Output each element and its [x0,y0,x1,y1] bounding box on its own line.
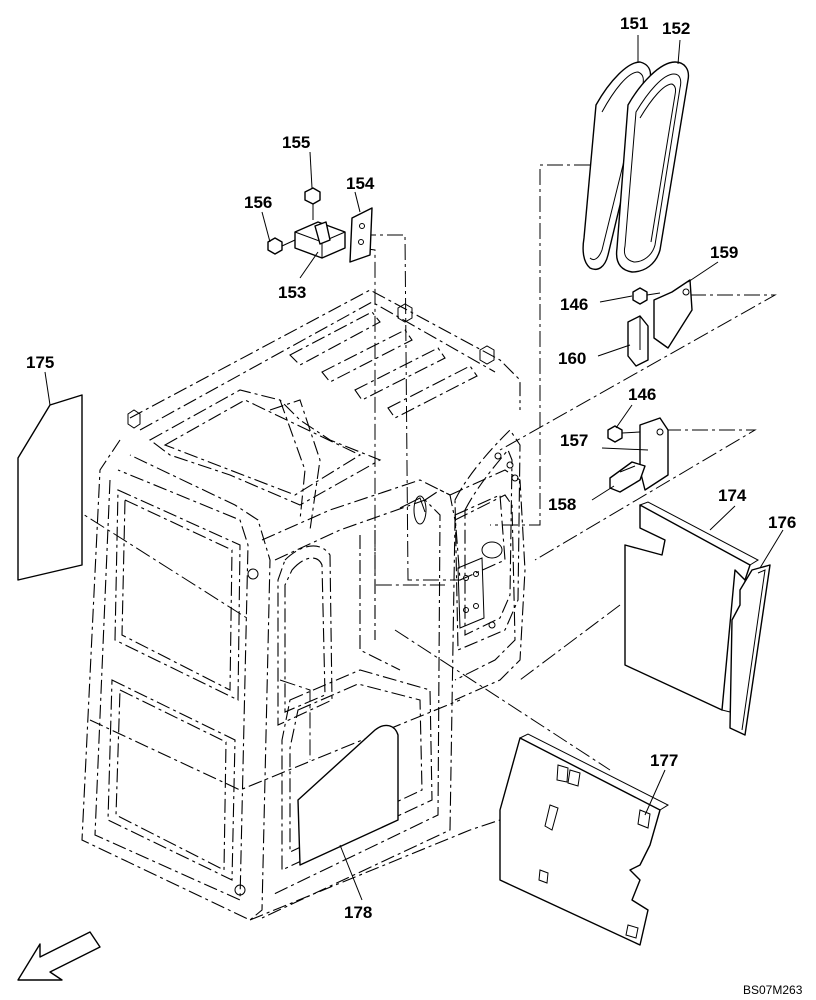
bracket-157-set [607,417,669,493]
callout-146-upper: 146 [560,295,588,314]
callout-153: 153 [278,283,306,302]
callout-labels: 151 152 155 154 156 153 159 146 160 146 … [26,14,803,997]
window-152 [615,61,690,273]
callout-156: 156 [244,193,272,212]
callout-158: 158 [548,495,576,514]
pad-178 [297,724,399,866]
callout-leaders [44,35,784,901]
pad-174 [624,501,760,713]
leader-lines [44,164,777,771]
mat-177 [499,733,670,946]
cab-frame [81,289,526,921]
callout-178: 178 [344,903,372,922]
callout-155: 155 [282,133,310,152]
front-direction-arrow-icon [17,931,101,981]
hinge-assembly [267,187,373,263]
callout-177: 177 [650,751,678,770]
callout-154: 154 [346,174,375,193]
callout-175: 175 [26,353,54,372]
callout-151: 151 [620,14,648,33]
drawing-code: BS07M263 [743,983,803,997]
callout-146-lower: 146 [628,385,656,404]
callout-152: 152 [662,19,690,38]
pad-175 [17,394,83,581]
pad-176 [729,564,771,736]
callout-160: 160 [558,349,586,368]
callout-159: 159 [710,243,738,262]
callout-157: 157 [560,431,588,450]
callout-174: 174 [718,486,747,505]
bracket-159-set [627,279,693,367]
callout-176: 176 [768,513,796,532]
